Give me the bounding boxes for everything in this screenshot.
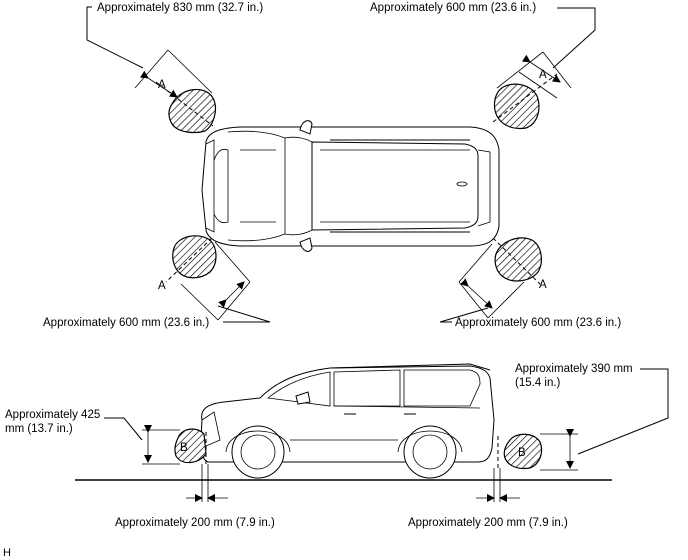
label-side-front-height-1: Approximately 425 bbox=[5, 409, 100, 421]
leader-bottom-left bbox=[217, 305, 271, 323]
sensor-zone-top-right bbox=[492, 51, 572, 130]
leader-top-left bbox=[86, 6, 144, 69]
leader-side-front bbox=[104, 417, 143, 441]
label-side-rear-height-2: (15.4 in.) bbox=[515, 377, 561, 389]
marker-a-bottom-left: A bbox=[158, 280, 166, 292]
leader-top-right bbox=[552, 7, 596, 69]
leader-bottom-right bbox=[439, 307, 489, 323]
label-side-rear-gap: Approximately 200 mm (7.9 in.) bbox=[408, 517, 568, 529]
label-bottom-left-distance: Approximately 600 mm (23.6 in.) bbox=[43, 317, 209, 329]
sensor-zone-side-rear bbox=[476, 429, 578, 502]
vehicle-side-view bbox=[200, 363, 495, 479]
sensor-zone-bottom-right bbox=[458, 237, 542, 319]
marker-b-side-rear: B bbox=[518, 447, 526, 459]
label-top-right-distance: Approximately 600 mm (23.6 in.) bbox=[370, 2, 536, 14]
marker-a-top-left: A bbox=[158, 79, 166, 91]
label-side-front-gap: Approximately 200 mm (7.9 in.) bbox=[115, 517, 275, 529]
marker-a-bottom-right: A bbox=[539, 279, 547, 291]
sensor-zone-side-front bbox=[142, 425, 228, 502]
label-top-left-distance: Approximately 830 mm (32.7 in.) bbox=[97, 2, 263, 14]
leader-side-rear bbox=[577, 368, 669, 455]
label-bottom-right-distance: Approximately 600 mm (23.6 in.) bbox=[455, 317, 621, 329]
marker-a-top-right: A bbox=[539, 69, 547, 81]
sensor-zone-bottom-left bbox=[165, 235, 251, 321]
marker-b-side-front: B bbox=[180, 442, 188, 454]
label-side-rear-height-1: Approximately 390 mm bbox=[515, 363, 633, 375]
label-side-front-height-2: mm (13.7 in.) bbox=[5, 423, 73, 435]
figure-id: H bbox=[3, 547, 11, 559]
vehicle-top-view bbox=[201, 120, 500, 252]
sensor-zone-top-left bbox=[134, 49, 217, 134]
